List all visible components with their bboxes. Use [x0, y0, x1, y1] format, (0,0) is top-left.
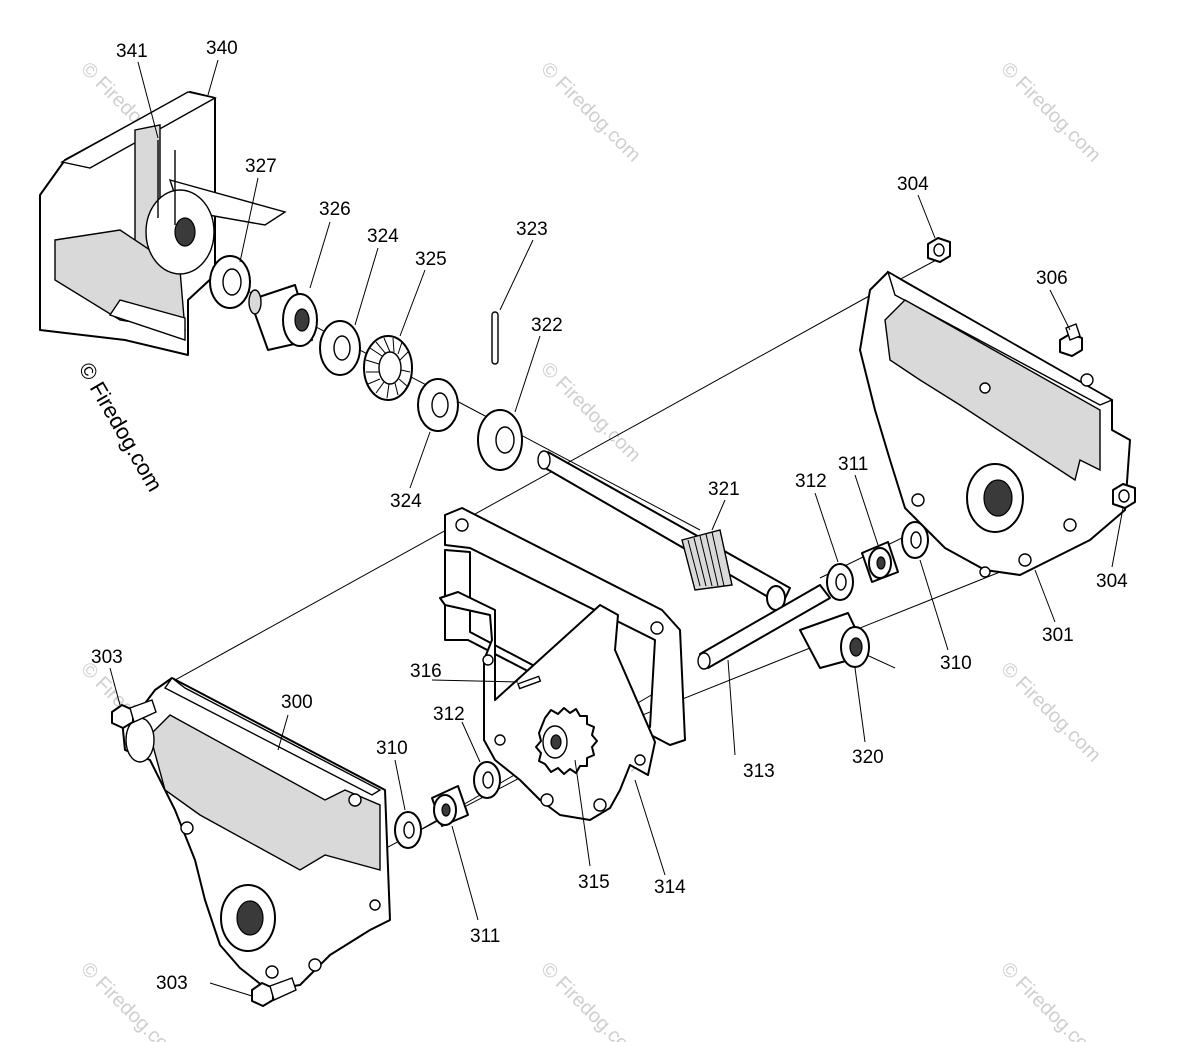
watermark: © Firedog.com: [996, 958, 1105, 1042]
leader-lines: [109, 59, 1124, 997]
callout-304-right: 304: [1096, 571, 1128, 592]
callout-340: 340: [206, 38, 238, 59]
collar-322: [477, 409, 523, 471]
callout-311-left: 311: [470, 926, 500, 947]
callout-312-left: 312: [433, 704, 465, 725]
thrust-bearing-325: [363, 335, 413, 401]
key-316: [517, 675, 542, 690]
watermark: © Firedog.com: [536, 958, 645, 1042]
fitting-306: [1059, 323, 1083, 357]
bolt-303-bottom: [251, 977, 297, 1007]
callout-324-lower: 324: [390, 491, 422, 512]
bearing-311-right: [861, 541, 899, 583]
shaft-313: [697, 584, 831, 670]
callout-304-top: 304: [897, 174, 929, 195]
bushing-326: [248, 284, 318, 351]
callout-310-left: 310: [376, 738, 408, 759]
callout-314: 314: [654, 877, 686, 898]
washer-324-lower: [417, 378, 459, 432]
callout-320: 320: [852, 747, 884, 768]
worm-shaft-321: [537, 450, 791, 611]
washer-327: [209, 255, 251, 309]
nut-304-right: [1112, 483, 1136, 509]
pin-323: [491, 311, 499, 365]
callout-300: 300: [281, 692, 313, 713]
gasket-314: [439, 507, 686, 821]
gear-315: [535, 707, 598, 775]
callout-341: 341: [116, 41, 148, 62]
callout-313: 313: [743, 761, 775, 782]
sleeve-320: [799, 612, 870, 669]
callout-322: 322: [531, 315, 563, 336]
callout-311-right: 311: [838, 454, 868, 475]
nut-304-top: [927, 237, 951, 263]
chute-bracket-340: [39, 91, 287, 356]
callout-325: 325: [415, 249, 447, 270]
gear-housing-300: [121, 676, 391, 991]
washer-310-right: [901, 521, 929, 559]
callout-315: 315: [578, 872, 610, 893]
callout-324-upper: 324: [367, 226, 399, 247]
watermark: © Firedog.com: [76, 958, 185, 1042]
callout-303-top: 303: [91, 647, 123, 668]
callout-321: 321: [708, 479, 740, 500]
callout-326: 326: [319, 199, 351, 220]
gear-housing-301: [859, 270, 1131, 578]
washer-324-upper: [319, 320, 361, 376]
bolt-303-top: [111, 699, 157, 729]
callout-303-bottom: 303: [156, 973, 188, 994]
callout-312-right: 312: [795, 471, 827, 492]
callout-310-right: 310: [940, 653, 972, 674]
callout-306: 306: [1036, 268, 1068, 289]
callout-316: 316: [410, 661, 442, 682]
callout-323: 323: [516, 219, 548, 240]
callout-301: 301: [1042, 625, 1074, 646]
watermark: © Firedog.com: [996, 658, 1105, 767]
copyright-notice: © Firedog.com: [74, 358, 168, 496]
washer-312-left: [473, 761, 501, 799]
watermark: © Firedog.com: [996, 58, 1105, 167]
washer-310-left: [394, 811, 422, 849]
callouts: 341 340 327 326 324 325 323 322 324 304 …: [91, 38, 1128, 994]
bearing-311-left: [431, 785, 469, 827]
watermark: © Firedog.com: [536, 58, 645, 167]
callout-327: 327: [245, 156, 277, 177]
washer-312-right: [826, 563, 854, 601]
